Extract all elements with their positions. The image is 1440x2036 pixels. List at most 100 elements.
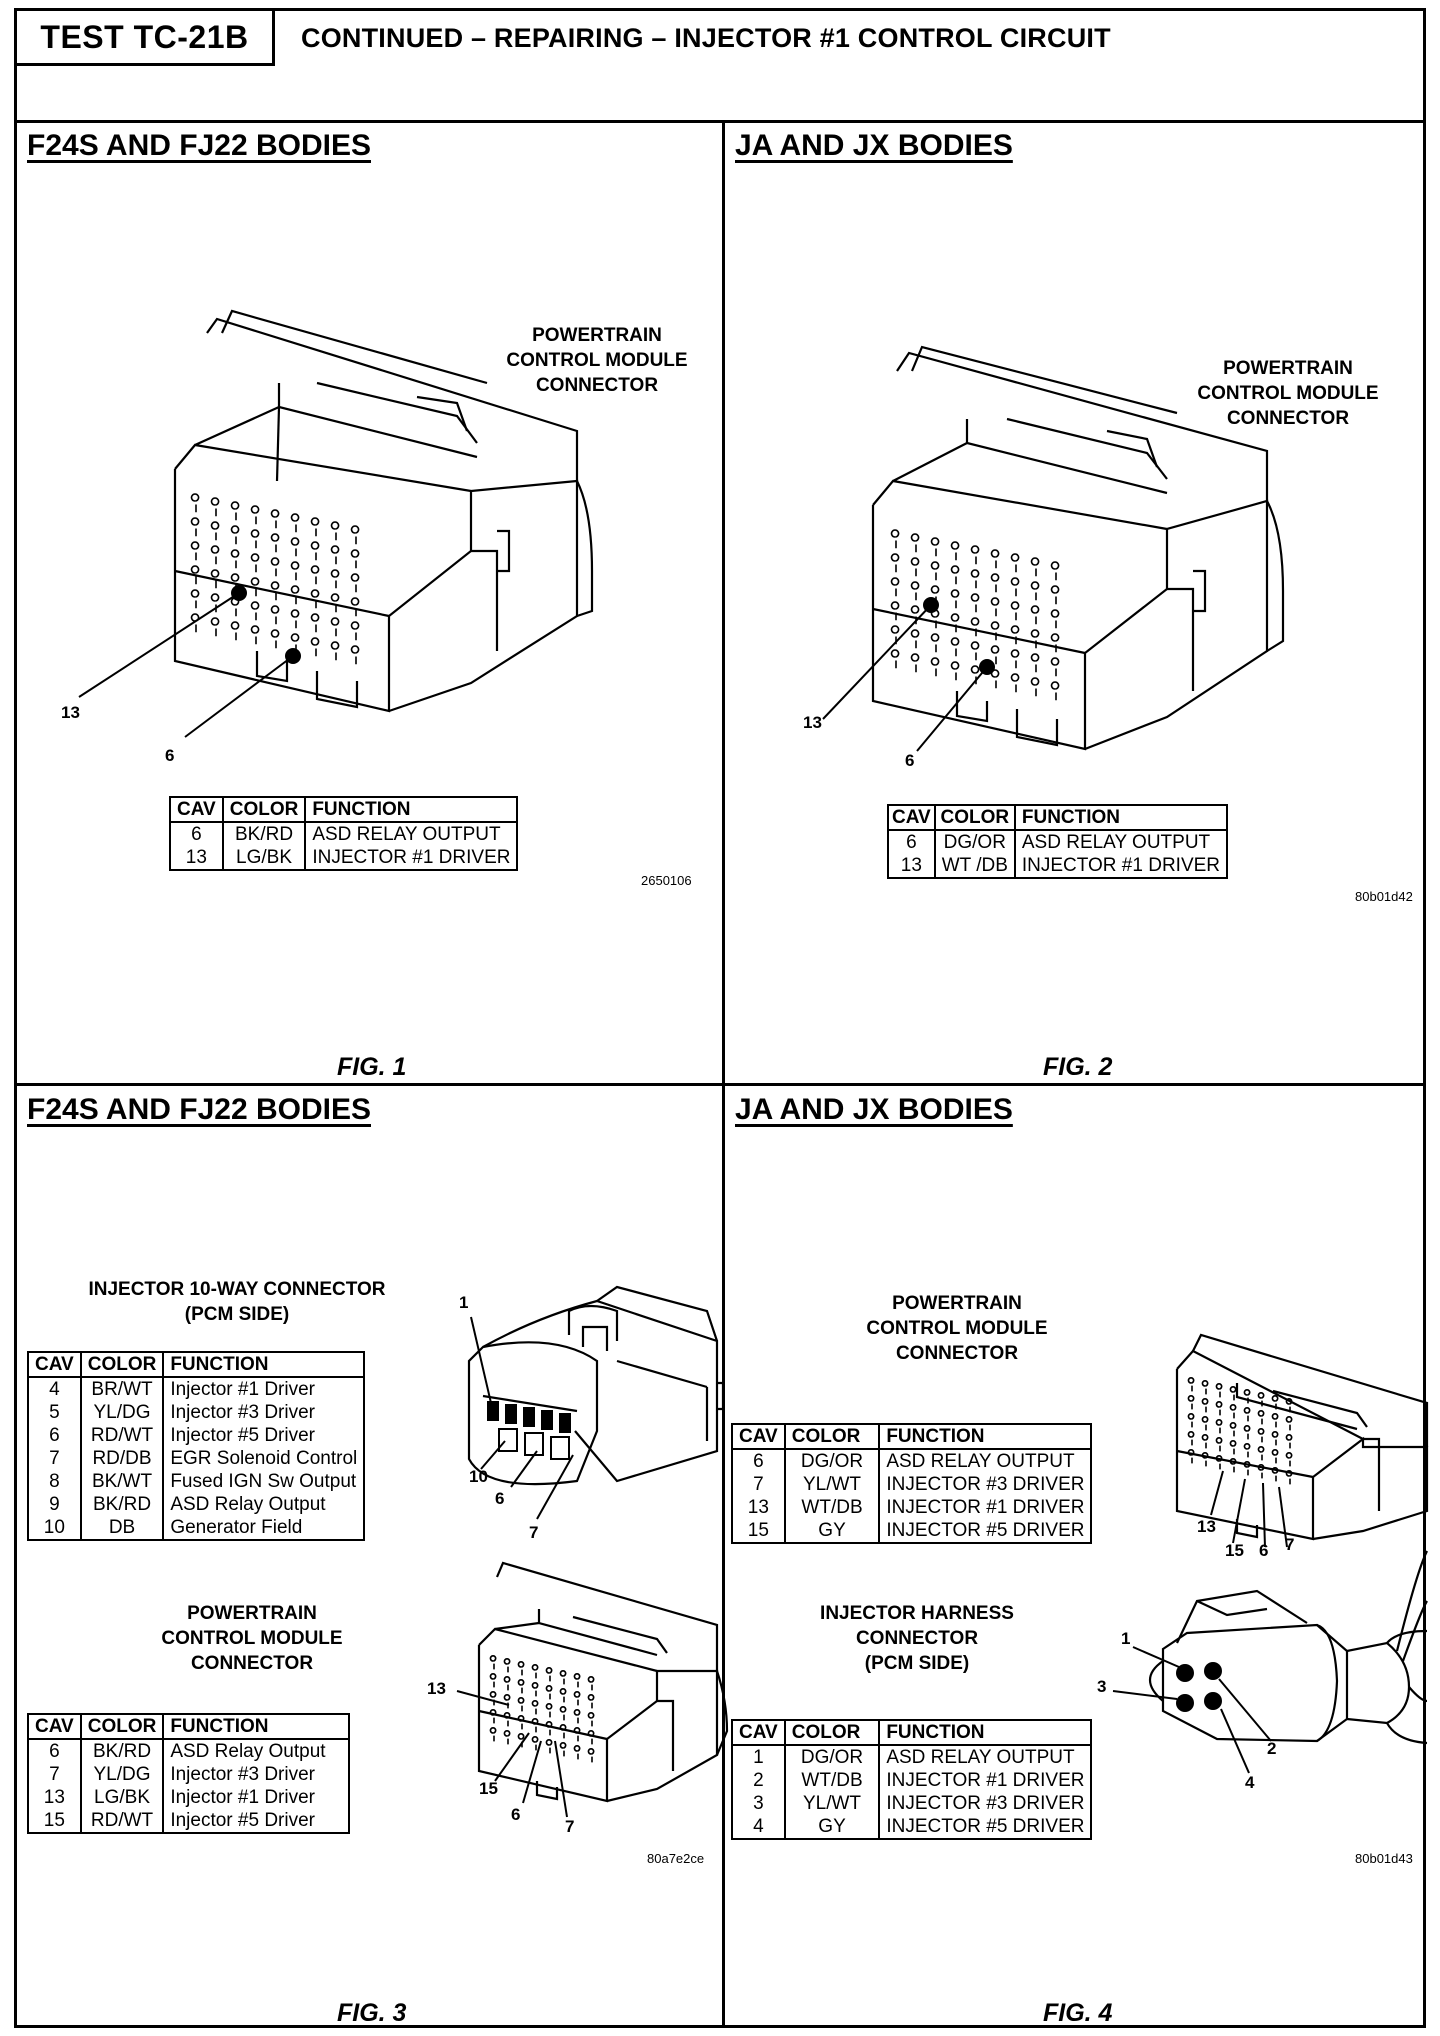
- connector-pin: [1285, 1398, 1293, 1413]
- connector-pin: [350, 549, 360, 569]
- connector-pin: [1010, 577, 1020, 597]
- connector-pin: [910, 533, 920, 553]
- fig4-harness-caption: INJECTOR HARNESS CONNECTOR (PCM SIDE): [820, 1603, 1014, 1674]
- connector-pin: [1229, 1404, 1237, 1419]
- connector-pin: [330, 545, 340, 565]
- fig4-label: FIG. 4: [1043, 1999, 1113, 2027]
- connector-pin: [1187, 1449, 1195, 1464]
- connector-pin: [310, 613, 320, 633]
- connector-pin: [1243, 1407, 1251, 1422]
- fig4-pcm-caption: POWERTRAIN CONTROL MODULE CONNECTOR: [866, 1293, 1048, 1364]
- connector-pin: [990, 645, 1000, 665]
- fig3-pcm-caption: POWERTRAIN CONTROL MODULE CONNECTOR: [161, 1603, 343, 1674]
- connector-pin: [250, 529, 260, 549]
- connector-pin: [210, 545, 220, 565]
- pcm-connector-illustration-fig3: [456, 1561, 729, 1818]
- connector-pin: [950, 589, 960, 609]
- connector-pin: [230, 549, 240, 569]
- connector-pin: [950, 565, 960, 585]
- connector-pin: [950, 661, 960, 681]
- connector-pin: [990, 549, 1000, 569]
- connector-pin: [290, 585, 300, 605]
- fig1-body-title: F24S AND FJ22 BODIES: [27, 129, 371, 162]
- connector-pin: [1010, 673, 1020, 693]
- connector-pin: [1187, 1431, 1195, 1446]
- connector-pin: [1201, 1416, 1209, 1431]
- connector-pin: [531, 1718, 539, 1733]
- connector-pin: [559, 1742, 567, 1757]
- fig1-label: FIG. 1: [337, 1053, 407, 1081]
- connector-pin: [587, 1748, 595, 1763]
- connector-pin: [1010, 625, 1020, 645]
- connector-pin: [970, 617, 980, 637]
- fig4-body-title: JA AND JX BODIES: [735, 1093, 1013, 1126]
- connector-pin: [990, 669, 1000, 689]
- fig1-callout-6: 6: [165, 746, 175, 765]
- table-header-row: CAV COLOR FUNCTION: [28, 1352, 365, 1378]
- connector-pin: [573, 1727, 581, 1742]
- connector-pin: [1285, 1470, 1293, 1485]
- connector-pin: [1285, 1416, 1293, 1431]
- connector-pin: [1010, 649, 1020, 669]
- test-id: TEST TC-21B: [17, 11, 275, 66]
- connector-pin: [1050, 609, 1060, 629]
- connector-pin: [950, 541, 960, 561]
- fig1-drawing-code: 2650106: [641, 873, 692, 888]
- fig3-pcm-callout-6: 6: [511, 1805, 521, 1824]
- connector-pin: [310, 541, 320, 561]
- connector-pin: [970, 569, 980, 589]
- connector-pin: [330, 569, 340, 589]
- connector-pin: [1285, 1434, 1293, 1449]
- connector-pin: [1030, 581, 1040, 601]
- connector-pin: [910, 557, 920, 577]
- connector-pin: [545, 1703, 553, 1718]
- connector-pin: [930, 633, 940, 653]
- table-row: 13 LG/BK INJECTOR #1 DRIVER: [170, 846, 518, 870]
- table-header-row: CAV COLOR FUNCTION: [170, 797, 518, 823]
- connector-pin: [290, 537, 300, 557]
- connector-pin: [1187, 1395, 1195, 1410]
- connector-pin: [250, 625, 260, 645]
- connector-pin: [990, 621, 1000, 641]
- fig2-caption: POWERTRAIN CONTROL MODULE CONNECTOR: [1197, 358, 1379, 429]
- connector-pin: [1229, 1458, 1237, 1473]
- panel-divider-horizontal: [17, 1083, 1423, 1086]
- connector-pin: [270, 629, 280, 649]
- connector-pin: [1050, 633, 1060, 653]
- connector-pin: [489, 1709, 497, 1724]
- connector-pin: [290, 513, 300, 533]
- connector-pin: [1215, 1419, 1223, 1434]
- connector-pin: [330, 593, 340, 613]
- fig3-pcm-callout-15: 15: [479, 1779, 498, 1798]
- connector-pin: [910, 581, 920, 601]
- connector-pin: [930, 561, 940, 581]
- page-frame: TEST TC-21B CONTINUED – REPAIRING – INJE…: [14, 8, 1429, 2028]
- table-row: 13 WT /DB INJECTOR #1 DRIVER: [888, 854, 1228, 878]
- table-row: 6 BK/RD ASD RELAY OUTPUT: [170, 822, 518, 846]
- connector-pin: [270, 605, 280, 625]
- connector-pin: [250, 553, 260, 573]
- connector-pin: [210, 569, 220, 589]
- connector-pin: [559, 1706, 567, 1721]
- fig3-pcm-callout-7: 7: [565, 1817, 575, 1836]
- fig3-pcm-callout-13: 13: [427, 1679, 446, 1698]
- table-header-row: CAV COLOR FUNCTION: [732, 1424, 1092, 1450]
- connector-pin: [1271, 1413, 1279, 1428]
- connector-pin: [1257, 1410, 1265, 1425]
- connector-pin: [250, 601, 260, 621]
- connector-pin: [1201, 1398, 1209, 1413]
- connector-pin: [210, 497, 220, 517]
- connector-pin: [190, 493, 200, 513]
- connector-pin: [1271, 1467, 1279, 1482]
- connector-pin: [531, 1736, 539, 1751]
- connector-pin: [1050, 561, 1060, 581]
